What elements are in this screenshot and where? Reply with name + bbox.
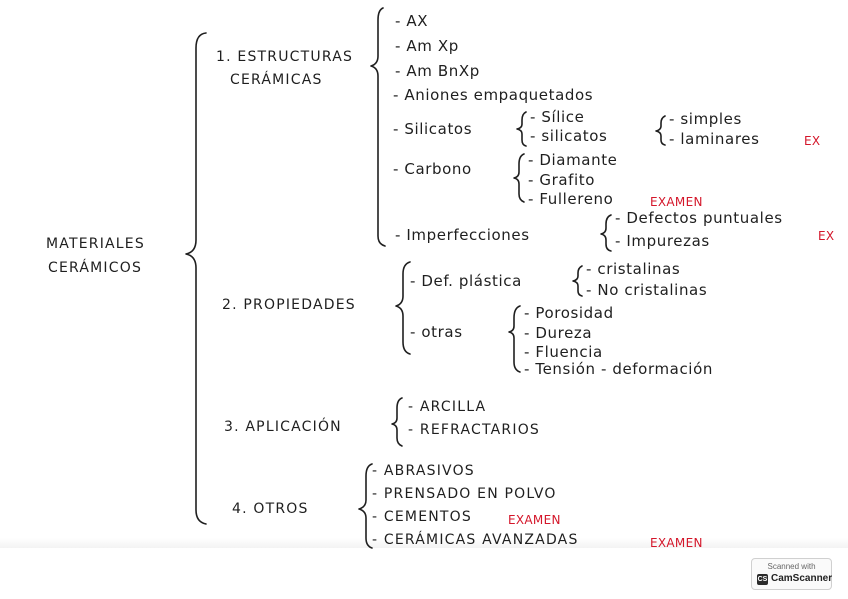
imperfecciones-brace — [600, 214, 612, 252]
item-fullereno: - Fullereno — [528, 190, 614, 208]
item-laminares: - laminares — [669, 130, 760, 148]
item-carbono: - Carbono — [393, 160, 472, 178]
root-brace — [185, 32, 207, 525]
item-imperfecciones: - Imperfecciones — [395, 226, 530, 244]
item-abrasivos: - ABRASIVOS — [372, 463, 475, 479]
exam-mark-defectos: EX — [818, 229, 835, 243]
item-diamante: - Diamante — [528, 151, 618, 169]
item-aniones: - Aniones empaquetados — [393, 86, 594, 104]
exam-mark-cementos: EXAMEN — [508, 513, 561, 527]
exam-mark-laminares: EX — [804, 134, 821, 148]
otros-title: 4. OTROS — [232, 501, 309, 517]
item-tension: - Tensión - deformación — [524, 360, 713, 378]
item-prensado: - PRENSADO EN POLVO — [372, 486, 557, 502]
estructuras-title-line2: CERÁMICAS — [230, 72, 323, 88]
item-amxp: - Am Xp — [395, 37, 459, 55]
item-dureza: - Dureza — [524, 324, 593, 342]
item-otras: - otras — [410, 323, 463, 341]
camscanner-badge: Scanned with CS CamScanner — [751, 558, 832, 590]
silicatos-brace — [516, 111, 527, 147]
def-plastica-brace — [572, 265, 583, 297]
item-def-plastica: - Def. plástica — [410, 272, 522, 290]
estructuras-brace — [370, 7, 386, 247]
item-grafito: - Grafito — [528, 171, 596, 189]
item-silicatos: - Silicatos — [393, 120, 473, 138]
item-cementos: - CEMENTOS — [372, 509, 472, 525]
propiedades-brace — [395, 261, 411, 355]
item-no-cristalinas: - No cristalinas — [586, 281, 708, 299]
item-ceramicas-avanzadas: - CERÁMICAS AVANZADAS — [372, 532, 579, 548]
otros-brace — [358, 463, 373, 549]
item-defectos: - Defectos puntuales — [615, 209, 783, 227]
root-title-line2: CERÁMICOS — [48, 260, 143, 276]
propiedades-title: 2. PROPIEDADES — [222, 297, 356, 313]
exam-mark-ceramicas: EXAMEN — [650, 536, 703, 550]
item-porosidad: - Porosidad — [524, 304, 614, 322]
aplicacion-brace — [391, 397, 403, 447]
item-cristalinas: - cristalinas — [586, 260, 681, 278]
estructuras-title-line1: 1. ESTRUCTURAS — [216, 49, 354, 65]
item-ambnxp: - Am BnXp — [395, 62, 480, 80]
aplicacion-title: 3. APLICACIÓN — [224, 419, 342, 435]
camscanner-logo-icon: CS — [757, 574, 768, 585]
item-simples: - simples — [669, 110, 742, 128]
item-fluencia: - Fluencia — [524, 343, 603, 361]
exam-mark-fullereno: EXAMEN — [650, 195, 703, 209]
item-silice: - Sílice — [530, 108, 585, 126]
item-silicatos-sub: - silicatos — [530, 127, 608, 145]
item-refractarios: - REFRACTARIOS — [408, 422, 540, 438]
page-edge — [0, 538, 848, 548]
badge-caption: Scanned with — [767, 562, 816, 571]
item-impurezas: - Impurezas — [615, 232, 710, 250]
simples-brace — [655, 115, 666, 146]
item-arcilla: - ARCILLA — [408, 399, 487, 415]
scanned-page — [0, 0, 848, 548]
otras-brace — [508, 305, 521, 373]
badge-brand: CamScanner — [771, 573, 833, 584]
item-ax: - AX — [395, 12, 429, 30]
root-title-line1: MATERIALES — [46, 236, 145, 252]
carbono-brace — [513, 153, 525, 203]
